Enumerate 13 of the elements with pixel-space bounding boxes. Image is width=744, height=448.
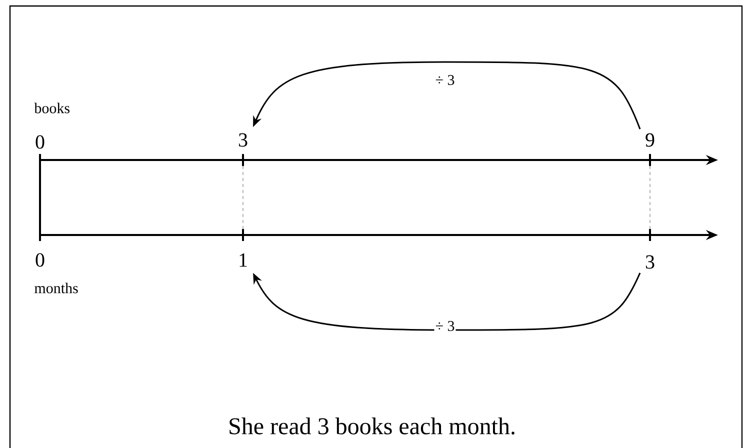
arrow — [253, 272, 641, 331]
tick-label: 3 — [646, 255, 654, 269]
tick-label: 0 — [36, 253, 44, 267]
axis-label: books — [34, 102, 70, 114]
arrow — [253, 61, 641, 130]
tick-label: 1 — [240, 253, 247, 267]
edge-label: ÷ 3 — [434, 74, 456, 86]
caption: She read 3 books each month. — [230, 418, 514, 434]
tick-label: 3 — [238, 133, 248, 147]
tick-label: 9 — [646, 133, 654, 147]
tick-label: 0 — [36, 135, 44, 149]
edge-label: ÷ 3 — [434, 320, 456, 332]
axis-label: months — [34, 282, 78, 294]
